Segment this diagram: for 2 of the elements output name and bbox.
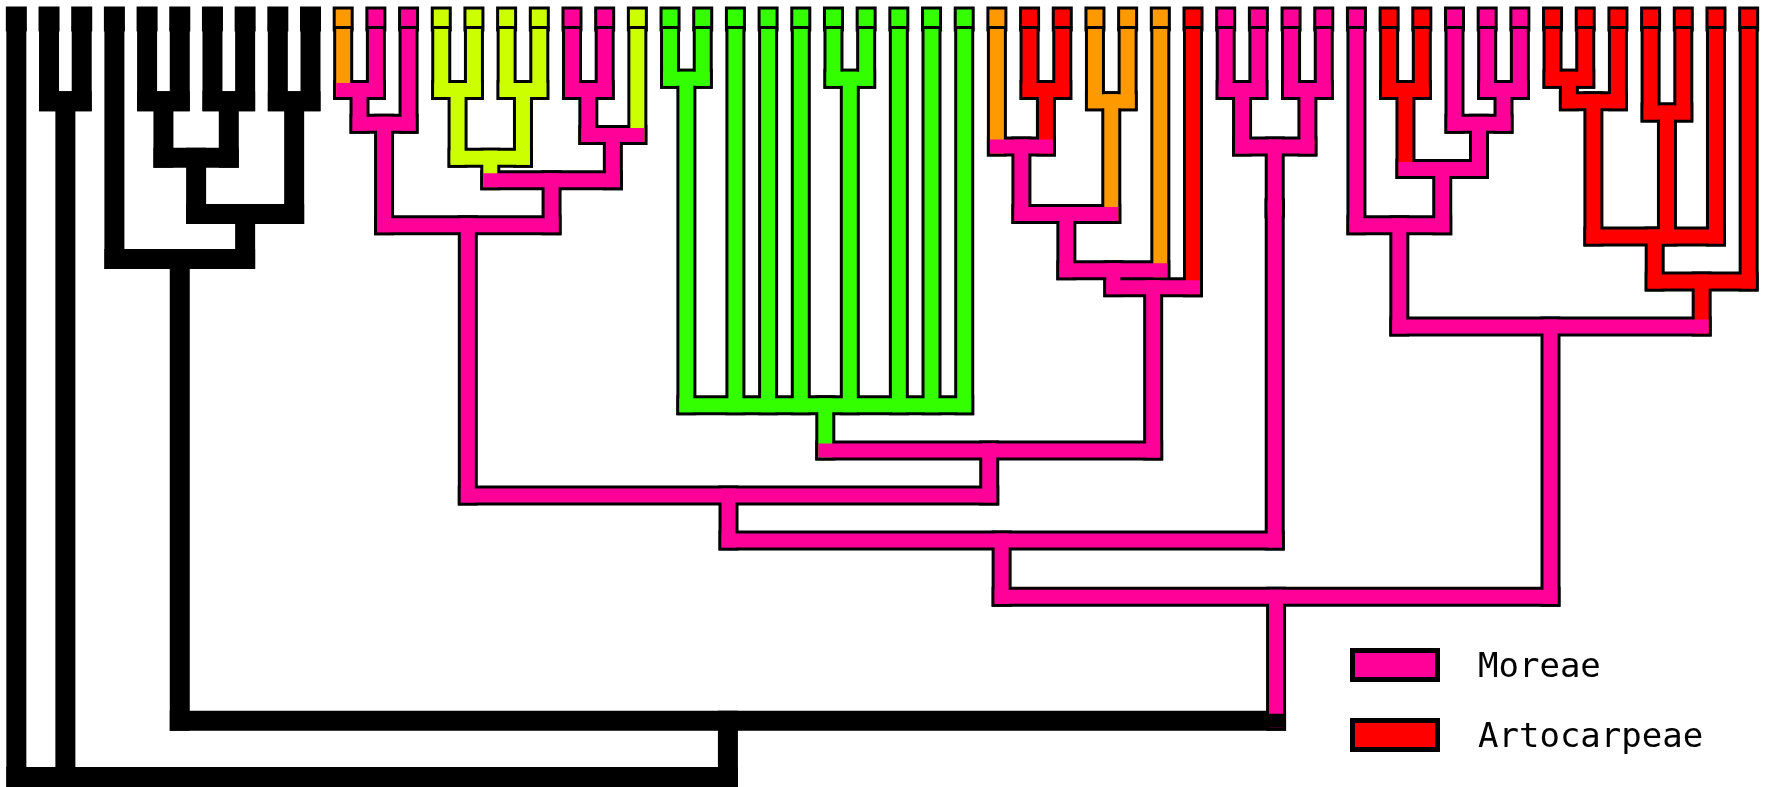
legend-label: Artocarpeae [1478,715,1704,755]
legend-label: Moreae [1478,645,1601,685]
